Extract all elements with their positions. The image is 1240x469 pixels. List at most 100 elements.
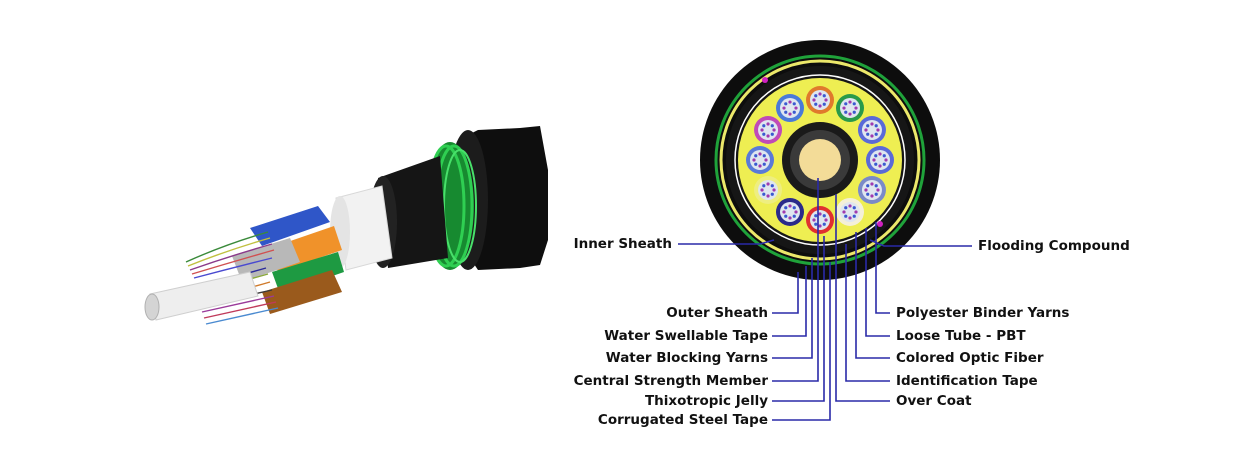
leader-loose-tube-pbt: [865, 228, 890, 337]
central-strength-member-rod: [149, 271, 259, 321]
brown-loose-tube: [262, 270, 342, 314]
optic-fiber: [848, 100, 852, 104]
optic-fiber: [844, 206, 848, 210]
leader-colored-optic-fiber: [855, 232, 890, 359]
optic-fiber: [848, 112, 852, 116]
optic-fiber: [812, 98, 816, 102]
leader-central-strength-member: [772, 178, 819, 382]
optic-fiber: [852, 110, 856, 114]
optical-fiber-bundles: [185, 231, 279, 325]
optic-fiber: [870, 122, 874, 126]
optic-fiber: [760, 188, 764, 192]
optic-fiber: [762, 124, 766, 128]
optic-fiber: [812, 218, 816, 222]
optic-fiber: [754, 154, 758, 158]
optic-fiber: [772, 188, 776, 192]
central-strength-member-end: [144, 293, 160, 321]
optic-fiber: [878, 152, 882, 156]
optic-fiber: [876, 188, 880, 192]
label-flooding-compound: Flooding Compound: [978, 238, 1130, 254]
optic-fiber: [818, 224, 822, 228]
optic-fiber: [872, 158, 876, 162]
optic-fiber: [784, 110, 788, 114]
loose-tube: [746, 146, 774, 174]
optic-fiber: [818, 92, 822, 96]
optic-fiber: [874, 124, 878, 128]
label-over-coat: Over Coat: [896, 393, 972, 409]
optic-fiber: [842, 106, 846, 110]
label-corrugated-steel-tape: Corrugated Steel Tape: [598, 412, 768, 428]
loose-tube: [754, 116, 783, 144]
optic-fiber: [766, 122, 770, 126]
optic-fiber: [772, 128, 776, 132]
optic-fiber: [814, 102, 818, 106]
optic-fiber: [770, 124, 774, 128]
optic-fiber: [784, 214, 788, 218]
optic-fiber: [792, 110, 796, 114]
leader-lines: [678, 178, 972, 421]
label-central-strength-member: Central Strength Member: [574, 373, 769, 389]
loose-tube: [806, 206, 834, 234]
optic-fiber: [792, 102, 796, 106]
optic-fiber: [852, 206, 856, 210]
loose-tube: [836, 197, 864, 226]
optic-fiber: [876, 128, 880, 132]
label-thixotropic-jelly: Thixotropic Jelly: [645, 393, 768, 409]
optic-fiber: [824, 98, 828, 102]
optic-fiber: [760, 128, 764, 132]
optic-fiber: [866, 124, 870, 128]
optic-fiber: [770, 192, 774, 196]
cable-cross-section: [700, 40, 940, 280]
optic-fiber: [844, 110, 848, 114]
optic-fiber: [782, 106, 786, 110]
label-water-blocking-yarns: Water Blocking Yarns: [606, 350, 768, 366]
optic-fiber: [822, 102, 826, 106]
optic-fiber: [766, 182, 770, 186]
optic-fiber: [814, 222, 818, 226]
loose-tube-ring: [746, 86, 894, 234]
optic-fiber: [814, 214, 818, 218]
optic-fiber: [842, 210, 846, 214]
loose-tube: [754, 176, 783, 204]
optic-fiber: [864, 188, 868, 192]
optic-fiber: [822, 94, 826, 98]
leader-inner-sheath: [678, 239, 775, 245]
optic-fiber: [870, 134, 874, 138]
optic-fiber: [762, 162, 766, 166]
optic-fiber: [852, 102, 856, 106]
magenta-marker-2: [877, 221, 883, 227]
corrugated-steel-tape-ring: [714, 54, 926, 266]
loose-tube: [776, 197, 804, 226]
optic-fiber: [792, 214, 796, 218]
optic-fiber: [882, 154, 886, 158]
leader-over-coat: [835, 194, 890, 402]
optic-fiber: [752, 158, 756, 162]
optic-fiber: [822, 214, 826, 218]
optic-fiber: [758, 152, 762, 156]
optic-fiber: [762, 154, 766, 158]
optic-fiber: [770, 184, 774, 188]
optic-fiber: [874, 162, 878, 166]
label-loose-tube-pbt: Loose Tube - PBT: [896, 328, 1026, 344]
optic-fiber: [762, 184, 766, 188]
cable-cutaway-illustration: [144, 126, 548, 325]
leader-water-blocking-yarns: [772, 258, 813, 359]
optic-fiber: [818, 212, 822, 216]
optic-fiber: [874, 154, 878, 158]
optic-fiber: [758, 164, 762, 168]
optic-fiber: [784, 206, 788, 210]
optic-fiber: [848, 204, 852, 208]
optic-fiber: [762, 192, 766, 196]
optic-fiber: [884, 158, 888, 162]
loose-tube: [776, 94, 804, 123]
optic-fiber: [866, 192, 870, 196]
optic-fiber: [766, 194, 770, 198]
optic-fiber: [854, 106, 858, 110]
label-inner-sheath: Inner Sheath: [574, 236, 672, 252]
label-colored-optic-fiber: Colored Optic Fiber: [896, 350, 1044, 366]
optic-fiber: [788, 112, 792, 116]
optic-fiber: [788, 216, 792, 220]
optic-fiber: [870, 182, 874, 186]
optic-fiber: [844, 214, 848, 218]
optic-fiber: [824, 218, 828, 222]
